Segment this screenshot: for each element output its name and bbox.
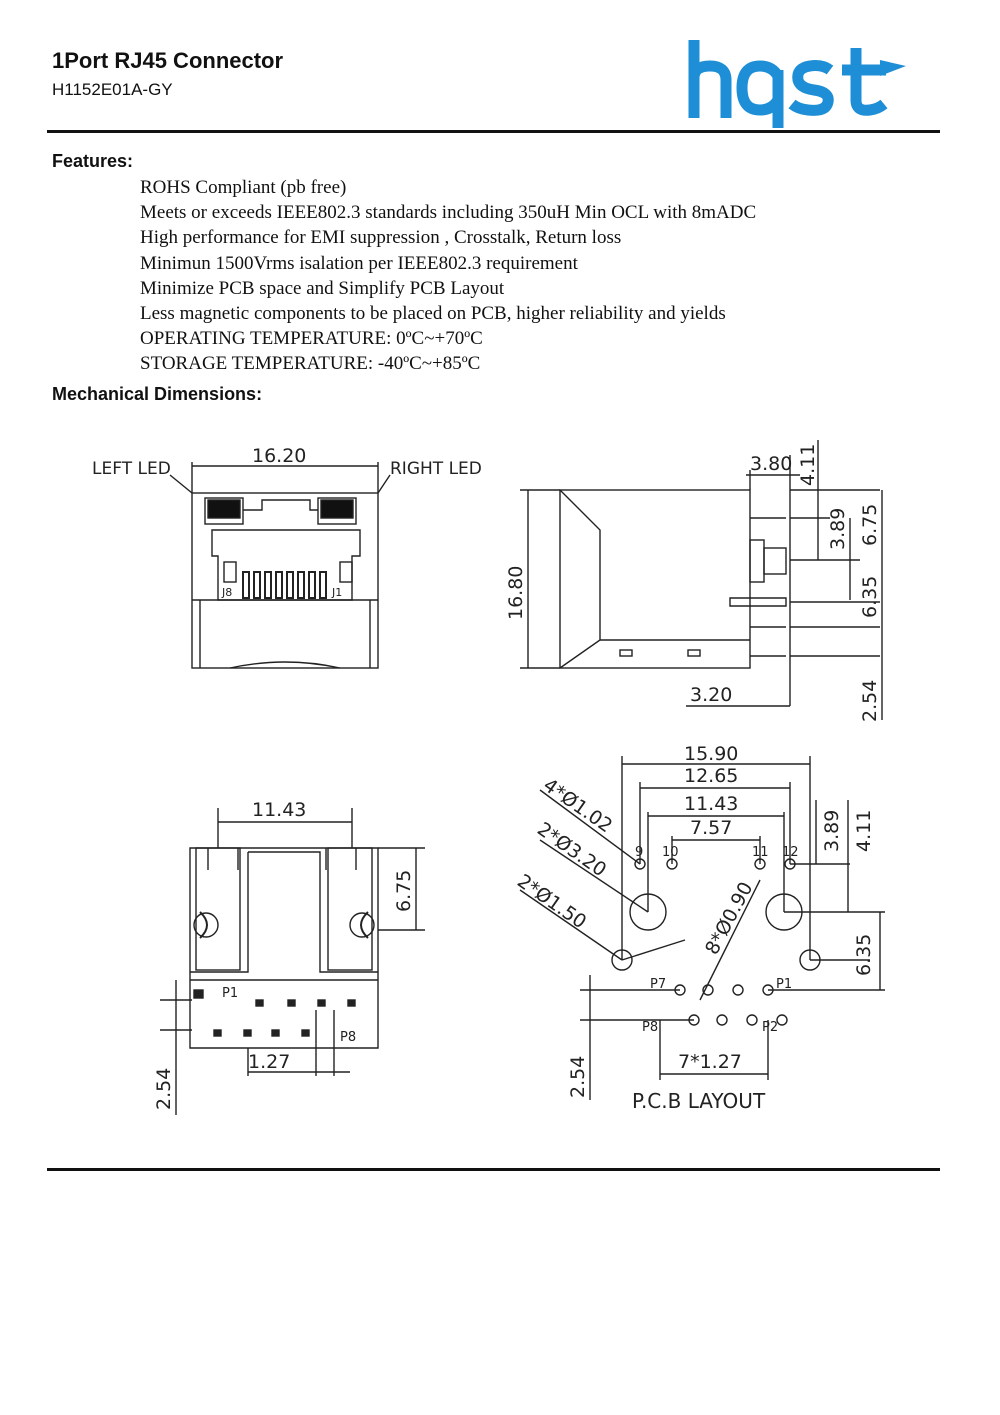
pcb-layout	[519, 756, 885, 1100]
bottom-1143-dim: 11.43	[252, 799, 306, 821]
bottom-127-dim: 1.27	[248, 1051, 290, 1073]
side-635-dim: 6.35	[859, 576, 881, 618]
side-254-dim: 2.54	[859, 680, 881, 722]
side-411-dim: 4.11	[797, 444, 819, 486]
pcb-pin-9: 9	[635, 845, 643, 860]
side-320-dim: 3.20	[690, 684, 732, 706]
feature-item: STORAGE TEMPERATURE: -40ºC~+85ºC	[140, 353, 481, 375]
feature-item: High performance for EMI suppression , C…	[140, 227, 622, 249]
hqst-logo: hqst	[680, 30, 906, 128]
bottom-view	[160, 808, 425, 1115]
pcb-layout-title: P.C.B LAYOUT	[632, 1089, 766, 1113]
logo-text: hqst	[680, 30, 682, 31]
pcb-pin-11: 11	[752, 845, 769, 860]
right-led-label: RIGHT LED	[390, 459, 482, 479]
pcb-254-dim: 2.54	[567, 1056, 589, 1098]
side-675-dim: 6.75	[859, 504, 881, 546]
feature-item: Minimize PCB space and Simplify PCB Layo…	[140, 277, 505, 299]
bottom-254-dim: 2.54	[153, 1068, 175, 1110]
mechanical-drawing: LEFT LED RIGHT LED 16.20 J8 J1 16.80 3.8…	[92, 440, 885, 1115]
pcb-p7-label: P7	[650, 977, 666, 992]
left-led-label: LEFT LED	[92, 459, 171, 479]
document-title: 1Port RJ45 Connector	[52, 48, 284, 73]
pcb-635-dim: 6.35	[853, 934, 875, 976]
header-divider	[47, 130, 940, 133]
pcb-1590-dim: 15.90	[684, 743, 738, 765]
pcb-hole-150-label: 2*Ø1.50	[513, 870, 590, 933]
side-height-dim: 16.80	[505, 566, 527, 620]
part-number: H1152E01A-GY	[52, 80, 173, 99]
feature-item: Less magnetic components to be placed on…	[140, 303, 726, 325]
features-list: ROHS Compliant (pb free) Meets or exceed…	[140, 175, 756, 377]
feature-item: OPERATING TEMPERATURE: 0ºC~+70ºC	[140, 328, 483, 350]
feature-item: Minimun 1500Vrms isalation per IEEE802.3…	[140, 252, 578, 274]
pcb-p8-label: P8	[642, 1020, 658, 1035]
pcb-389-dim: 3.89	[821, 810, 843, 852]
pcb-pin-12: 12	[782, 845, 799, 860]
pcb-411-dim: 4.11	[853, 810, 875, 852]
bottom-p1-label: P1	[222, 986, 238, 1001]
pcb-p2-label: P2	[762, 1020, 778, 1035]
pcb-pin-10: 10	[662, 845, 679, 860]
pin-j8-label: J8	[221, 586, 232, 599]
bottom-675-dim: 6.75	[393, 870, 415, 912]
pcb-757-dim: 7.57	[690, 817, 732, 839]
side-389-dim: 3.89	[827, 508, 849, 550]
pin-j1-label: J1	[331, 586, 342, 599]
pcb-hole-090-label: 8*Ø0.90	[701, 878, 757, 958]
side-view	[520, 440, 883, 720]
bottom-p8-label: P8	[340, 1030, 356, 1045]
feature-item: Meets or exceeds IEEE802.3 standards inc…	[140, 202, 757, 224]
feature-item: ROHS Compliant (pb free)	[140, 177, 347, 198]
pcb-1143-dim: 11.43	[684, 793, 738, 815]
front-width-dim: 16.20	[252, 445, 306, 467]
features-heading: Features:	[52, 151, 134, 171]
mechanical-dimensions-heading: Mechanical Dimensions:	[52, 384, 263, 404]
pcb-pitch-dim: 7*1.27	[678, 1051, 742, 1073]
footer-divider	[47, 1168, 940, 1171]
side-380-dim: 3.80	[750, 453, 792, 475]
pcb-p1-label: P1	[776, 977, 792, 992]
front-view	[169, 462, 391, 669]
pcb-1265-dim: 12.65	[684, 765, 738, 787]
